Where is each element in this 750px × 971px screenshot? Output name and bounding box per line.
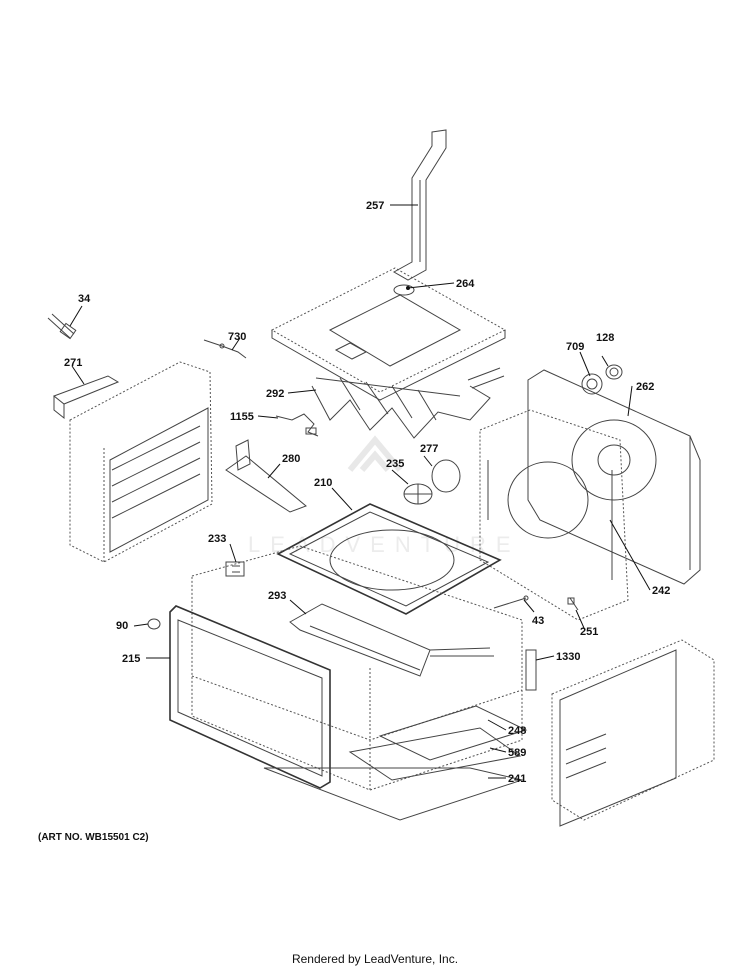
part-vent-duct xyxy=(392,129,447,281)
callout-248: 248 xyxy=(508,725,526,737)
callout-128: 128 xyxy=(596,332,614,344)
part-right-side-panel xyxy=(551,639,715,827)
part-support-bracket xyxy=(225,439,307,513)
part-wire xyxy=(203,339,247,359)
callout-709: 709 xyxy=(566,341,584,353)
callout-730: 730 xyxy=(228,331,246,343)
art-number: (ART NO. WB15501 C2) xyxy=(38,832,149,843)
part-gasket-and-fan-motor xyxy=(403,459,461,505)
callout-293: 293 xyxy=(268,590,286,602)
part-bottom-panels xyxy=(263,705,528,821)
callout-210: 210 xyxy=(314,477,332,489)
part-oven-cavity-top xyxy=(276,503,502,615)
callout-1330: 1330 xyxy=(556,651,580,663)
callout-589: 589 xyxy=(508,747,526,759)
callout-242: 242 xyxy=(652,585,670,597)
callout-241: 241 xyxy=(508,773,526,785)
callout-257: 257 xyxy=(366,200,384,212)
part-broil-element xyxy=(311,367,505,439)
part-bracket xyxy=(52,375,120,420)
part-clip xyxy=(225,561,245,577)
callout-233: 233 xyxy=(208,533,226,545)
callout-34: 34 xyxy=(78,293,91,305)
callout-262: 262 xyxy=(636,381,654,393)
part-bake-element xyxy=(289,603,494,677)
footer-credit: Rendered by LeadVenture, Inc. xyxy=(291,952,459,966)
part-fan-blade-and-nut xyxy=(581,364,623,395)
part-door-gasket xyxy=(169,605,331,789)
callout-271: 271 xyxy=(64,357,82,369)
part-thermostat xyxy=(47,313,77,340)
part-top-panel xyxy=(270,267,507,401)
callout-1155: 1155 xyxy=(230,411,254,423)
callout-264: 264 xyxy=(456,278,475,290)
part-bumper xyxy=(147,618,161,630)
part-left-side-panel xyxy=(69,361,213,563)
callout-292: 292 xyxy=(266,388,284,400)
callout-labels: 257 264 34 730 271 292 1155 709 128 262 … xyxy=(64,200,670,785)
part-rear-panel xyxy=(527,369,701,585)
callout-251: 251 xyxy=(580,626,598,638)
callout-215: 215 xyxy=(122,653,140,665)
part-latch xyxy=(567,597,579,611)
callout-43: 43 xyxy=(532,615,544,627)
callout-280: 280 xyxy=(282,453,300,465)
callout-235: 235 xyxy=(386,458,404,470)
part-hinge xyxy=(525,649,537,691)
part-sensor xyxy=(493,595,529,609)
callout-277: 277 xyxy=(420,443,438,455)
leaders xyxy=(69,204,651,779)
part-baffle xyxy=(479,409,629,621)
callout-90: 90 xyxy=(116,620,128,632)
part-wire-harness xyxy=(275,413,319,437)
part-oven-body xyxy=(191,545,523,791)
